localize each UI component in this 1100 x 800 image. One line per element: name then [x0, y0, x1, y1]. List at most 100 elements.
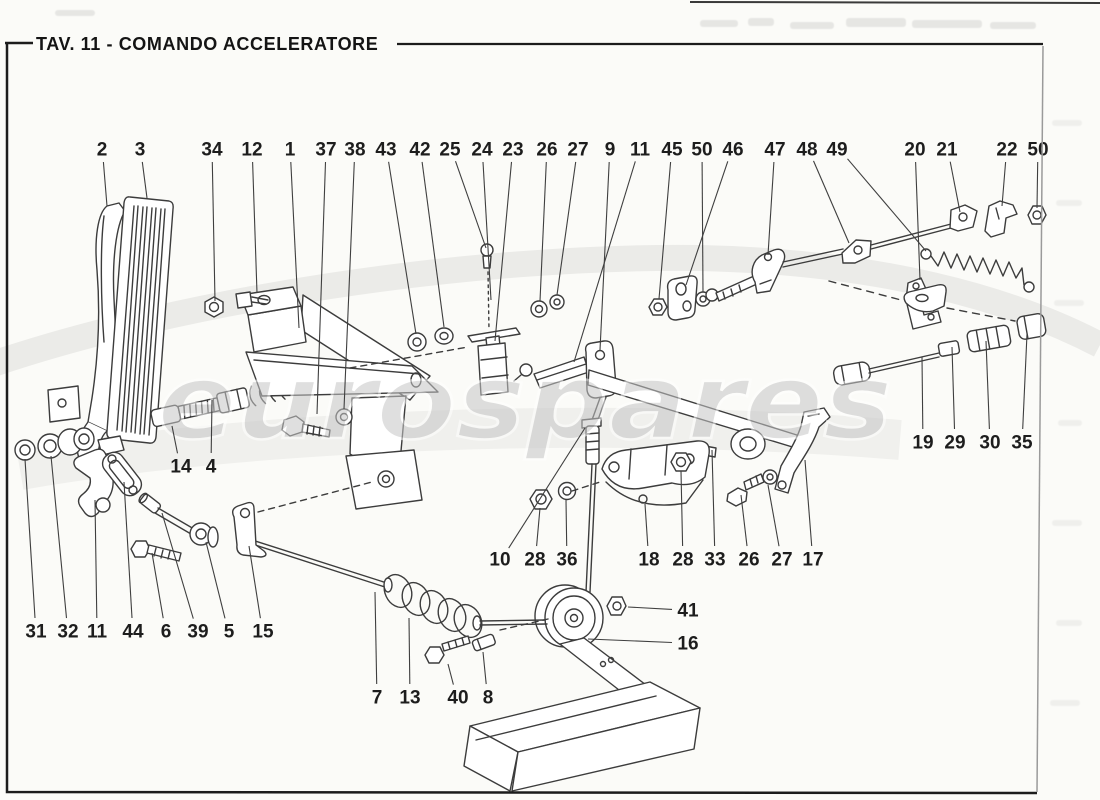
callout-number-9: 9: [605, 140, 616, 161]
callout-leader-12: [252, 161, 258, 294]
callout-number-28: 28: [524, 550, 545, 571]
callout-number-45: 45: [661, 140, 683, 161]
callout-number-18: 18: [638, 550, 659, 571]
callout-leader-9: [599, 161, 610, 351]
callout-number-8: 8: [483, 688, 494, 709]
callout-leader-2: [102, 161, 108, 207]
callout-leader-18: [644, 503, 649, 547]
callout-leader-22: [1001, 161, 1007, 207]
callout-number-28: 28: [672, 550, 693, 571]
callout-number-33: 33: [704, 550, 725, 571]
callout-number-1: 1: [285, 140, 296, 161]
callout-number-11: 11: [87, 622, 108, 643]
callout-leader-50: [701, 161, 704, 293]
callout-leader-32: [50, 455, 68, 619]
stop-bolt-cylinder: [467, 243, 565, 396]
callout-number-48: 48: [796, 140, 817, 161]
callout-number-29: 29: [944, 433, 965, 454]
upper-linkage: [648, 200, 1047, 330]
callout-leader-28: [536, 507, 541, 547]
callout-leader-50: [1036, 161, 1039, 209]
callout-leader-16: [587, 638, 673, 644]
callout-leader-26: [539, 161, 547, 302]
callout-number-13: 13: [399, 688, 420, 709]
callout-number-15: 15: [252, 622, 274, 643]
callout-number-14: 14: [170, 457, 192, 478]
callout-leader-43: [388, 161, 417, 335]
callout-leader-31: [24, 458, 36, 619]
callout-number-30: 30: [979, 433, 1000, 454]
callout-number-46: 46: [722, 140, 743, 161]
callout-leader-6: [151, 552, 164, 619]
pulley-assembly: [534, 584, 651, 698]
callout-leader-44: [123, 481, 133, 619]
callout-number-35: 35: [1011, 433, 1033, 454]
callout-number-21: 21: [936, 140, 958, 161]
callout-leader-29: [951, 346, 956, 430]
callout-number-47: 47: [764, 140, 785, 161]
callout-leader-49: [847, 158, 927, 252]
pedal-pivot-parts: [14, 385, 125, 461]
callout-leader-30: [985, 340, 990, 430]
callout-leader-26: [740, 494, 748, 547]
callout-leader-19: [921, 356, 924, 430]
callout-leader-7: [374, 591, 378, 685]
callout-number-20: 20: [904, 140, 925, 161]
callout-leader-34: [211, 161, 216, 302]
callout-leader-46: [685, 161, 729, 286]
support-bracket: [235, 286, 439, 510]
callout-leader-37: [316, 161, 327, 415]
callout-leader-23: [494, 161, 513, 342]
callout-number-2: 2: [97, 140, 108, 161]
callout-number-26: 26: [738, 550, 759, 571]
callout-number-11: 11: [630, 140, 651, 161]
callout-leader-27: [767, 484, 780, 547]
callout-number-7: 7: [372, 688, 383, 709]
callout-number-4: 4: [206, 457, 217, 478]
callout-number-42: 42: [409, 140, 430, 161]
callout-leader-11: [94, 499, 98, 619]
callout-number-10: 10: [489, 550, 510, 571]
callout-number-27: 27: [771, 550, 792, 571]
callout-leader-48: [812, 160, 850, 244]
callout-number-3: 3: [135, 140, 146, 161]
callout-number-40: 40: [447, 688, 468, 709]
callout-leader-10: [508, 427, 586, 549]
callout-number-12: 12: [241, 140, 262, 161]
callout-leader-3: [141, 161, 148, 199]
callout-number-24: 24: [471, 140, 493, 161]
callout-leader-38: [343, 161, 355, 410]
callout-number-6: 6: [161, 622, 172, 643]
callout-leader-21: [949, 161, 961, 213]
callout-leader-11: [573, 161, 636, 363]
throttle-cable-assembly: [828, 280, 1047, 386]
right-margin-artifacts: [1050, 120, 1084, 706]
callout-leader-35: [1022, 333, 1028, 430]
callout-number-37: 37: [315, 140, 336, 161]
callout-leader-25: [454, 161, 487, 249]
bracket-fasteners: [204, 296, 454, 438]
vertical-cable: [581, 396, 607, 593]
callout-number-16: 16: [677, 634, 698, 655]
callout-leader-15: [248, 545, 261, 619]
callout-number-44: 44: [122, 622, 144, 643]
callout-number-25: 25: [439, 140, 461, 161]
callout-leader-24: [482, 161, 492, 301]
callout-leader-41: [627, 606, 673, 610]
callout-number-31: 31: [25, 622, 47, 643]
callout-leader-36: [565, 499, 568, 547]
callout-number-41: 41: [677, 601, 699, 622]
callout-leader-42: [421, 161, 445, 328]
callout-number-49: 49: [826, 140, 847, 161]
callout-number-23: 23: [502, 140, 523, 161]
callout-leader-27: [556, 161, 577, 296]
callout-leader-14: [171, 425, 179, 454]
callout-number-36: 36: [556, 550, 577, 571]
callout-leader-17: [804, 459, 813, 547]
plate-title: TAV. 11 - COMANDO ACCELERATORE: [36, 34, 378, 54]
callout-number-17: 17: [802, 550, 823, 571]
callout-leader-28: [680, 470, 684, 547]
